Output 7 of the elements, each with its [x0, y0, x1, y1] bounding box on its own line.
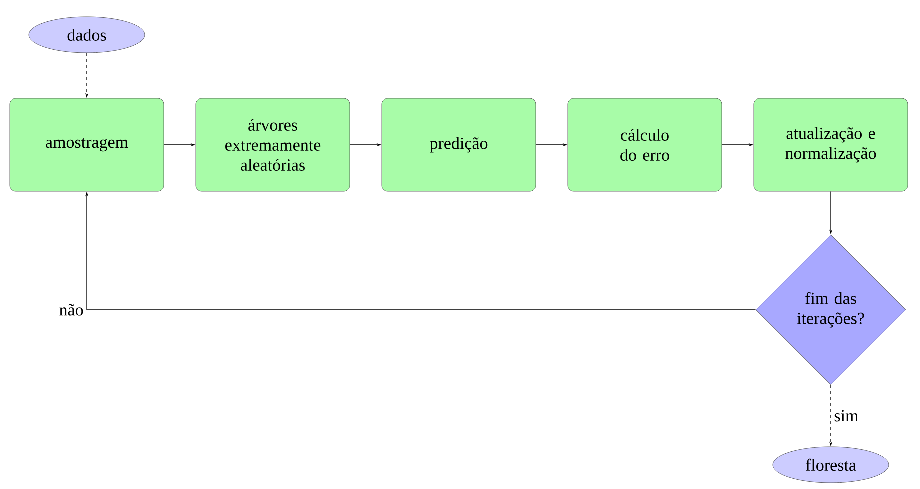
process-box: árvores extremamente aleatórias [196, 98, 350, 192]
process-box: amostragem [10, 98, 164, 192]
process-box: atualização e normalização [754, 98, 908, 192]
process-box: predição [382, 98, 536, 192]
edge-label: sim [833, 409, 860, 423]
process-box: cálculo do erro [568, 98, 722, 192]
edge-label: não [58, 303, 85, 317]
